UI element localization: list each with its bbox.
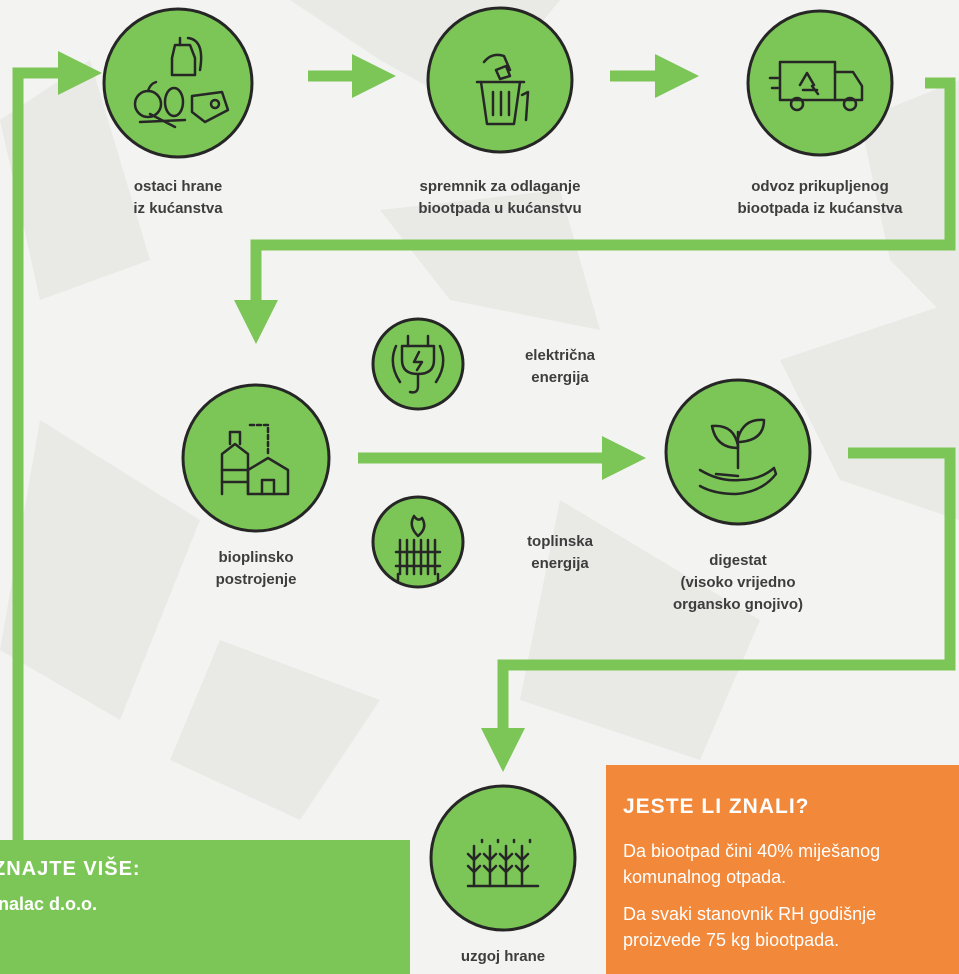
electricity-label: električna energija bbox=[524, 347, 596, 386]
node-food-waste bbox=[102, 7, 254, 159]
learn-more-box: ZNAJTE VIŠE: Komunalac d.o.o. bbox=[0, 840, 410, 974]
bin-icon bbox=[475, 53, 530, 126]
did-you-know-heading: JESTE LI ZNALI? bbox=[623, 795, 810, 818]
recycling-truck-icon bbox=[768, 60, 864, 112]
collection-label: odvoz prikupljenog biootpada iz kućanstv… bbox=[737, 178, 903, 217]
heat-label: toplinska energija bbox=[527, 533, 593, 572]
flow-arrows bbox=[40, 51, 699, 772]
radiator-icon bbox=[394, 514, 442, 582]
sprout-in-hand-icon bbox=[698, 418, 778, 496]
mid-right-connector bbox=[497, 447, 956, 728]
food-growing-label: uzgoj hrane bbox=[460, 948, 546, 965]
fact-2-line-1: Da svaki stanovnik RH godišnje bbox=[623, 904, 877, 924]
plug-icon bbox=[391, 334, 445, 394]
node-heat bbox=[371, 495, 465, 589]
learn-more-heading: ZNAJTE VIŠE: bbox=[0, 858, 141, 880]
did-you-know-box: JESTE LI ZNALI? Da biootpad čini 40% mij… bbox=[606, 765, 959, 974]
node-container bbox=[426, 6, 574, 154]
fact-1-line-1: Da biootpad čini 40% miješanog bbox=[623, 841, 881, 861]
background-pattern bbox=[0, 0, 959, 820]
node-biogas-plant bbox=[181, 383, 331, 533]
digestate-label: digestat (visoko vrijedno organsko gnoji… bbox=[672, 552, 803, 613]
node-collection bbox=[746, 9, 894, 157]
food-scraps-icon bbox=[133, 36, 230, 129]
node-electricity bbox=[371, 317, 465, 411]
food-waste-label: ostaci hrane iz kućanstva bbox=[133, 178, 223, 217]
top-right-connector bbox=[250, 77, 956, 300]
node-digestate bbox=[664, 378, 812, 526]
node-food-growing bbox=[429, 784, 577, 932]
fact-2-line-2: proizvede 75 kg biootpada. bbox=[623, 930, 840, 950]
factory-icon bbox=[220, 423, 290, 496]
company-name: Komunalac d.o.o. bbox=[0, 894, 98, 914]
crops-icon bbox=[466, 836, 540, 888]
container-label: spremnik za odlaganje biootpada u kućans… bbox=[418, 178, 582, 217]
biogas-plant-label: bioplinsko postrojenje bbox=[215, 549, 297, 588]
fact-1-line-2: komunalnog otpada. bbox=[623, 867, 787, 887]
